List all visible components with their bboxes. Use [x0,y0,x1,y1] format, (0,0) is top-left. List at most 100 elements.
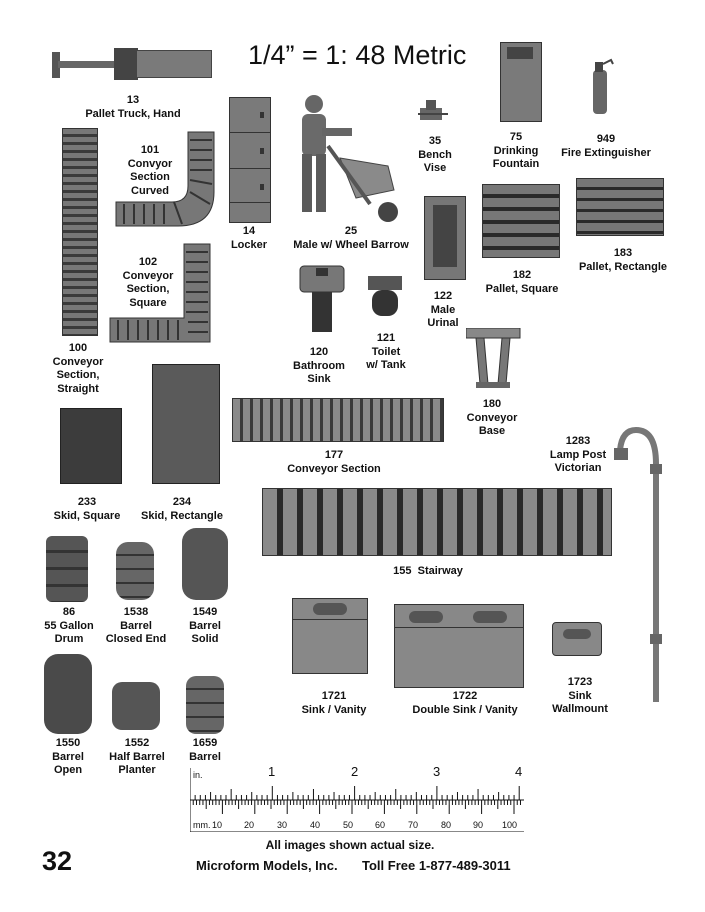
item-name: Sink / Vanity [301,703,367,716]
drum-55-gallon-image [46,536,88,602]
item-name: Stairway [417,565,463,577]
sink-wallmount-image [552,622,602,656]
caption-122: 122 Male Urinal [418,290,468,331]
ruler-ticks [190,768,524,832]
item-name: Double Sink / Vanity [412,703,518,716]
item-number: 102 [138,256,158,268]
item-name: Fire Extinguisher [561,146,651,159]
bathroom-sink-image [299,265,345,332]
item-line-2: Section, [126,283,170,295]
caption-100: 100 Conveyor Section, Straight [46,342,110,396]
item-line-1: Conveyor [122,269,174,282]
sink-vanity-image [292,598,368,674]
item-line-2: Fountain [492,158,540,170]
item-number: 101 [140,144,160,156]
ruler-mm-label: 20 [244,820,255,830]
item-number: 183 [613,247,633,259]
caption-182: 182 Pallet, Square [476,269,568,296]
man-wheelbarrow-image [302,95,398,222]
page-title: 1/4” = 1: 48 Metric [248,40,467,70]
item-line-1: Barrel [52,750,84,763]
item-line-1: Convyor [127,157,173,170]
item-line-1: Conveyor [52,355,104,368]
ruler-mm-label: 80 [441,820,452,830]
item-line: 155 Stairway [380,565,476,579]
item-number: 233 [77,496,97,508]
caption-35: 35 Bench Vise [410,135,460,176]
item-number: 1550 [55,737,81,749]
item-number: 86 [62,606,76,618]
barrel-closed-end-image [116,542,154,600]
item-line-2: Vise [423,162,447,174]
item-name: Skid, Rectangle [141,509,223,522]
item-number: 1549 [192,606,218,618]
item-line-1: Bathroom [293,359,345,372]
item-line-2: Base [478,425,506,437]
page-number: 32 [42,846,73,876]
item-number: 25 [344,225,358,237]
ruler-inch-label-4: 4 [515,764,523,779]
skid-square-image [60,408,122,484]
ruler-mm-label: 10 [212,820,223,830]
caption-14: 14 Locker [224,225,274,252]
item-line-2: Victorian [554,462,602,474]
bench-vise-image [418,100,448,120]
item-line-1: Barrel [189,619,221,632]
caption-1723: 1723 Sink Wallmount [540,676,620,717]
ruler-inch-label-3: 3 [433,764,441,779]
caption-1659: 1659 Barrel [180,737,230,764]
item-number: 180 [482,398,502,410]
item-name: Pallet, Square [485,282,559,295]
caption-180: 180 Conveyor Base [460,398,524,439]
ruler-mm-label: 100 [502,820,518,830]
caption-120: 120 Bathroom Sink [286,346,352,387]
item-number: 121 [376,332,396,344]
item-line-1: Drinking [493,144,539,157]
conveyor-section-image [232,398,444,442]
conveyor-base-image [466,328,521,388]
conveyor-curved-image [115,131,215,227]
item-line-1: Toilet [371,345,401,358]
ruler-mm-unit: mm. [193,820,211,830]
conveyor-straight-image [62,128,98,336]
caption-13: 13 Pallet Truck, Hand [78,94,188,121]
item-number: 122 [433,290,453,302]
fire-extinguisher-image [593,58,614,114]
caption-1538: 1538 Barrel Closed End [98,606,174,647]
item-number: 35 [428,135,442,147]
item-line-2: w/ Tank [366,359,406,371]
footer-company: Microform Models, Inc. [196,858,338,873]
item-name: Barrel [189,750,221,763]
item-number: 100 [68,342,88,354]
conveyor-square-image [109,243,211,343]
barrel-open-image [44,654,92,734]
item-number: 1552 [124,737,150,749]
caption-101: 101 Convyor Section Curved [118,144,182,198]
item-name: Pallet, Rectangle [578,260,668,273]
ruler-inch-label-2: 2 [351,764,359,779]
item-line-2: Section, [56,369,100,381]
item-line-1: 55 Gallon [44,619,94,632]
ruler-mm-label: 60 [375,820,386,830]
pallet-rectangle-image [576,178,664,236]
caption-102: 102 Conveyor Section, Square [116,256,180,310]
item-number: 120 [309,346,329,358]
caption-1552: 1552 Half Barrel Planter [102,737,172,778]
footer-phone: Toll Free 1-877-489-3011 [362,858,511,873]
ruler-inch-unit: in. [193,770,203,780]
item-name: Pallet Truck, Hand [85,107,181,120]
drinking-fountain-image [500,42,542,122]
item-number: 13 [126,94,140,106]
item-number: 182 [512,269,532,281]
item-line-2: Solid [191,633,219,645]
caption-233: 233 Skid, Square [46,496,128,523]
caption-949: 949 Fire Extinguisher [556,133,656,160]
ruler-mm-label: 30 [277,820,288,830]
item-number: 1538 [123,606,149,618]
item-number: 1283 [565,435,591,447]
barrel-1659-image [186,676,224,734]
item-line-3: Straight [57,382,99,395]
skid-rectangle-image [152,364,220,484]
caption-75: 75 Drinking Fountain [486,131,546,172]
caption-86: 86 55 Gallon Drum [36,606,102,647]
